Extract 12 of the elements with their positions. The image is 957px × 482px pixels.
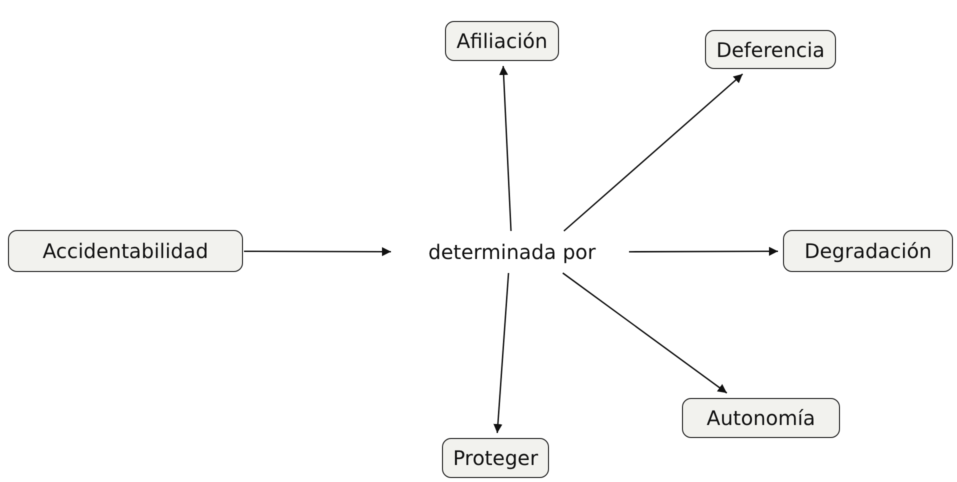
arrow	[499, 66, 512, 232]
concept-box: Deferencia	[705, 30, 836, 69]
concept-box: Autonomía	[682, 398, 840, 438]
arrow	[629, 246, 778, 256]
concept-box: Afiliación	[445, 21, 559, 61]
concept-box: Accidentabilidad	[8, 230, 243, 272]
concept-box: Degradación	[783, 230, 953, 272]
concept-box: Proteger	[442, 438, 549, 478]
arrow	[562, 272, 728, 394]
arrow	[244, 247, 391, 256]
arrow	[493, 272, 510, 434]
arrow	[563, 73, 744, 232]
